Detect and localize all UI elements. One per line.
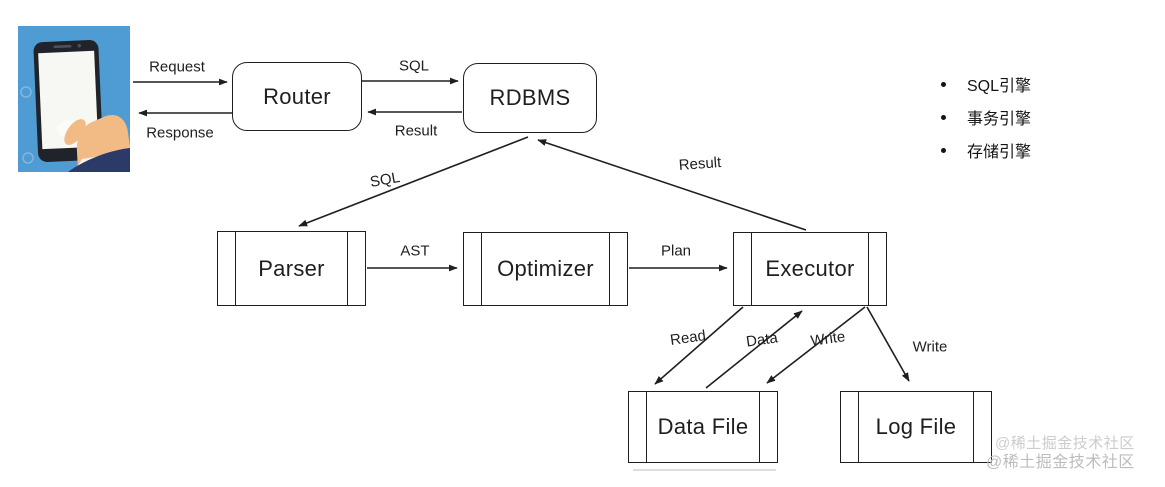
edge-read [654, 306, 744, 385]
node-optimizer: Optimizer [463, 232, 628, 306]
node-log-file: Log File [840, 391, 992, 463]
legend-item-storage-engine: 存储引擎 [932, 140, 1032, 161]
legend-item-label: 存储引擎 [967, 144, 1032, 161]
phone-speaker [53, 44, 72, 49]
node-rdbms: RDBMS [463, 63, 597, 133]
node-data-file-label: Data File [657, 414, 749, 439]
legend-item-sql-engine: SQL引擎 [932, 74, 1032, 95]
edge-label-request: Request [149, 58, 205, 76]
edge-sql-diagonal [298, 136, 529, 227]
client-phone-art [18, 26, 130, 172]
decor-ring-icon [20, 86, 32, 98]
legend-item-transaction-engine: 事务引擎 [932, 107, 1032, 128]
node-router: Router [232, 62, 362, 131]
process-rail [751, 233, 753, 305]
watermark-line2: @稀土掘金技术社区 [986, 454, 1135, 471]
edge-label-result-diagonal: Result [678, 154, 722, 174]
node-optimizer-label: Optimizer [497, 256, 594, 281]
decor-ring-icon [22, 152, 34, 164]
sleeve [68, 148, 130, 172]
edge-write-log [866, 306, 910, 382]
node-router-label: Router [263, 83, 331, 109]
process-rail [346, 232, 348, 305]
process-rail [608, 233, 610, 305]
process-rail [867, 233, 869, 305]
edge-label-result-top: Result [394, 122, 438, 140]
edge-write-data [766, 306, 866, 384]
edge-label-sql-top: SQL [398, 57, 430, 75]
edge-label-ast: AST [400, 242, 430, 260]
node-parser-label: Parser [258, 255, 325, 281]
bullet-icon [941, 114, 946, 120]
node-data-file: Data File [628, 391, 778, 463]
process-rail [858, 392, 860, 462]
edge-label-response: Response [146, 124, 214, 142]
legend-item-label: SQL引擎 [967, 78, 1032, 95]
edge-label-plan: Plan [660, 242, 692, 260]
process-rail [646, 392, 648, 462]
node-executor: Executor [733, 232, 887, 306]
edge-label-write-log: Write [912, 338, 948, 356]
edge-result-diagonal [537, 139, 807, 231]
bullet-icon [941, 147, 946, 153]
process-rail [481, 233, 483, 305]
node-executor-label: Executor [765, 256, 855, 281]
edge-data [705, 310, 803, 389]
legend-item-label: 事务引擎 [967, 111, 1032, 128]
process-rail [235, 232, 237, 305]
engine-legend: SQL引擎 事务引擎 存储引擎 [932, 74, 1031, 173]
process-rail [972, 392, 974, 462]
bullet-icon [941, 81, 946, 87]
node-parser: Parser [217, 231, 366, 306]
phone-camera [77, 44, 82, 48]
watermark-line1: @稀土掘金技术社区 [995, 435, 1135, 452]
process-rail [758, 392, 760, 462]
node-log-file-label: Log File [875, 414, 957, 439]
client-phone-illustration [18, 26, 130, 172]
thumb [64, 119, 86, 145]
node-rdbms-label: RDBMS [489, 85, 571, 110]
